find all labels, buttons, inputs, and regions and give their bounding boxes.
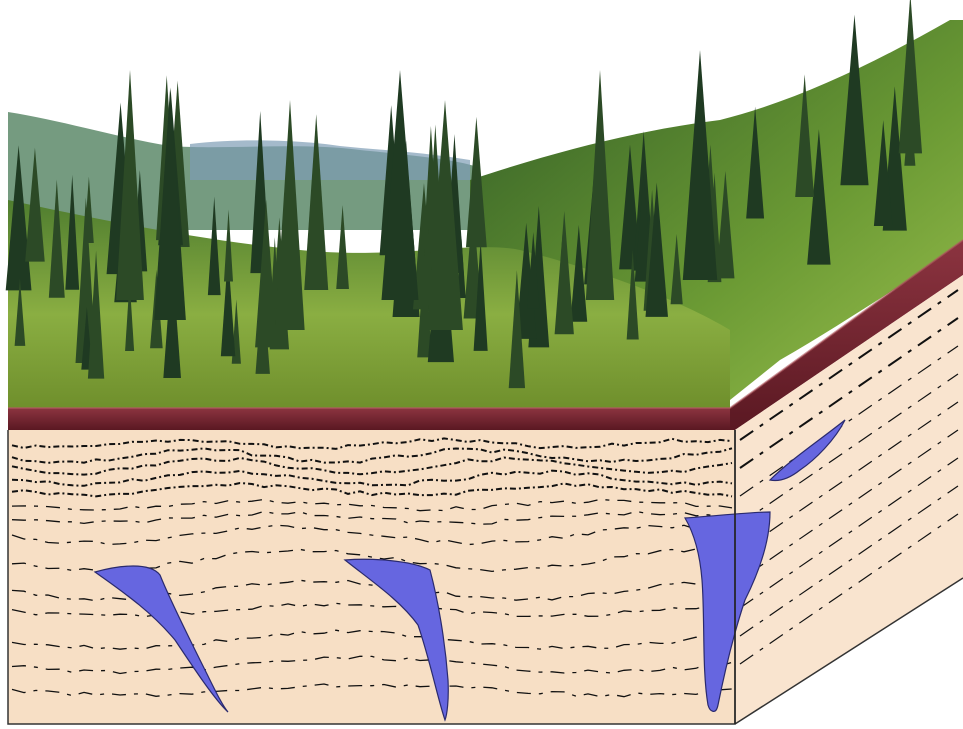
active-layer-front	[8, 408, 730, 430]
